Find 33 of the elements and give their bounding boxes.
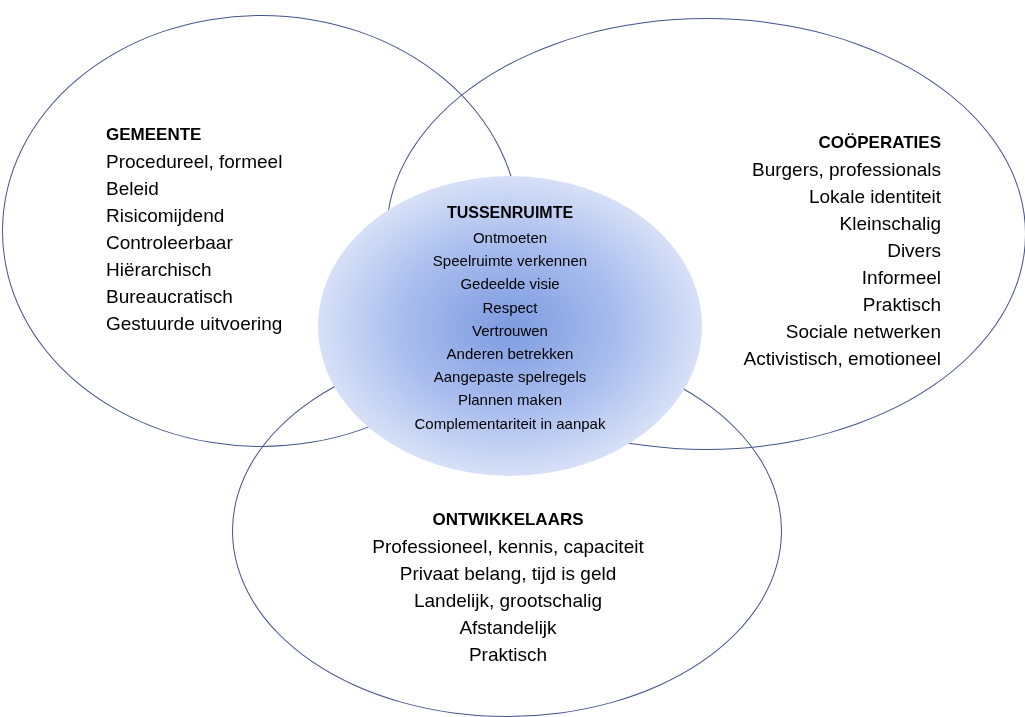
list-item: Burgers, professionals	[751, 158, 941, 182]
list-item: Gedeelde visie	[460, 274, 560, 295]
list-item: Beleid	[106, 177, 159, 201]
heading: ONTWIKKELAARS	[432, 509, 584, 531]
heading: TUSSENRUIMTE	[446, 203, 574, 223]
list-item: Plannen maken	[457, 390, 563, 411]
list-item: Afstandelijk	[459, 616, 557, 640]
list-item: Divers	[887, 239, 941, 263]
list-item: Controleerbaar	[106, 231, 233, 255]
list-item: Vertrouwen	[472, 320, 548, 341]
list-item: Praktisch	[468, 643, 548, 667]
list-item: Activistisch, emotioneel	[743, 347, 941, 371]
list-item: Aangepaste spelregels	[433, 367, 587, 388]
heading: GEMEENTE	[106, 124, 202, 146]
heading: COÖPERATIES	[818, 132, 941, 154]
list-item: Bureaucratisch	[106, 285, 233, 309]
list-item: Kleinschalig	[839, 212, 941, 236]
list-item: Hiërarchisch	[106, 258, 212, 282]
list-item: Ontmoeten	[472, 228, 548, 248]
list-item: Informeel	[861, 266, 941, 290]
list-item: Complementariteit in aanpak	[414, 413, 606, 434]
list-item: Praktisch	[862, 293, 941, 317]
list-item: Landelijk, grootschalig	[414, 589, 602, 613]
list-item: Anderen betrekken	[446, 344, 574, 364]
list-item: Procedureel, formeel	[106, 150, 283, 174]
list-item: Speelruimte verkennen	[432, 251, 588, 272]
list-item: Gestuurde uitvoering	[106, 312, 283, 336]
list-item: Professioneel, kennis, capaciteit	[372, 535, 644, 559]
list-item: Privaat belang, tijd is geld	[399, 562, 617, 586]
list-item: Sociale netwerken	[785, 320, 941, 344]
list-item: Respect	[482, 297, 538, 318]
list-item: Risicomijdend	[106, 204, 225, 228]
list-item: Lokale identiteit	[808, 185, 941, 209]
